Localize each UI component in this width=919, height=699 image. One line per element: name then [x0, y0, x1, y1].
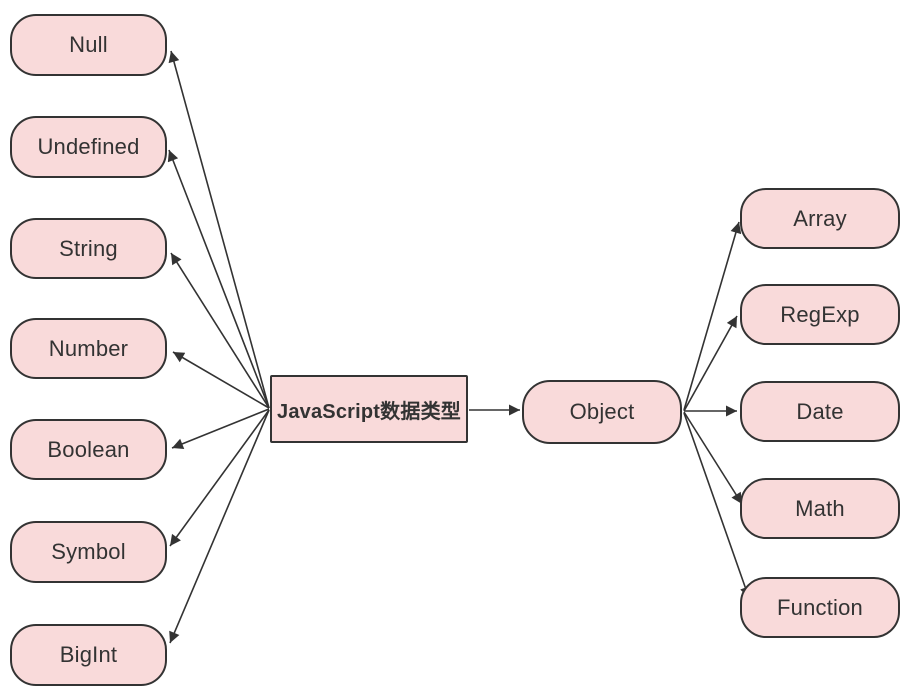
node-regexp: RegExp [740, 284, 900, 345]
edge-object-regexp [683, 315, 738, 412]
edge-object-math [683, 411, 743, 505]
node-root-javascript-data-types: JavaScript数据类型 [270, 375, 468, 443]
edge-root-symbol [169, 409, 270, 547]
node-array: Array [740, 188, 900, 249]
node-null: Null [10, 14, 167, 76]
edge-root-boolean [171, 408, 270, 449]
edge-root-string [170, 252, 270, 409]
edge-root-null [168, 50, 270, 409]
node-boolean: Boolean [10, 419, 167, 480]
node-object: Object [522, 380, 682, 444]
edge-root-bigint [169, 409, 270, 644]
edge-object-array [683, 221, 742, 411]
edge-root-undefined [167, 149, 270, 409]
node-bigint: BigInt [10, 624, 167, 686]
node-math: Math [740, 478, 900, 539]
node-function: Function [740, 577, 900, 638]
node-undefined: Undefined [10, 116, 167, 178]
node-date: Date [740, 381, 900, 442]
node-number: Number [10, 318, 167, 379]
node-string: String [10, 218, 167, 279]
edge-root-number [172, 351, 270, 409]
node-symbol: Symbol [10, 521, 167, 583]
